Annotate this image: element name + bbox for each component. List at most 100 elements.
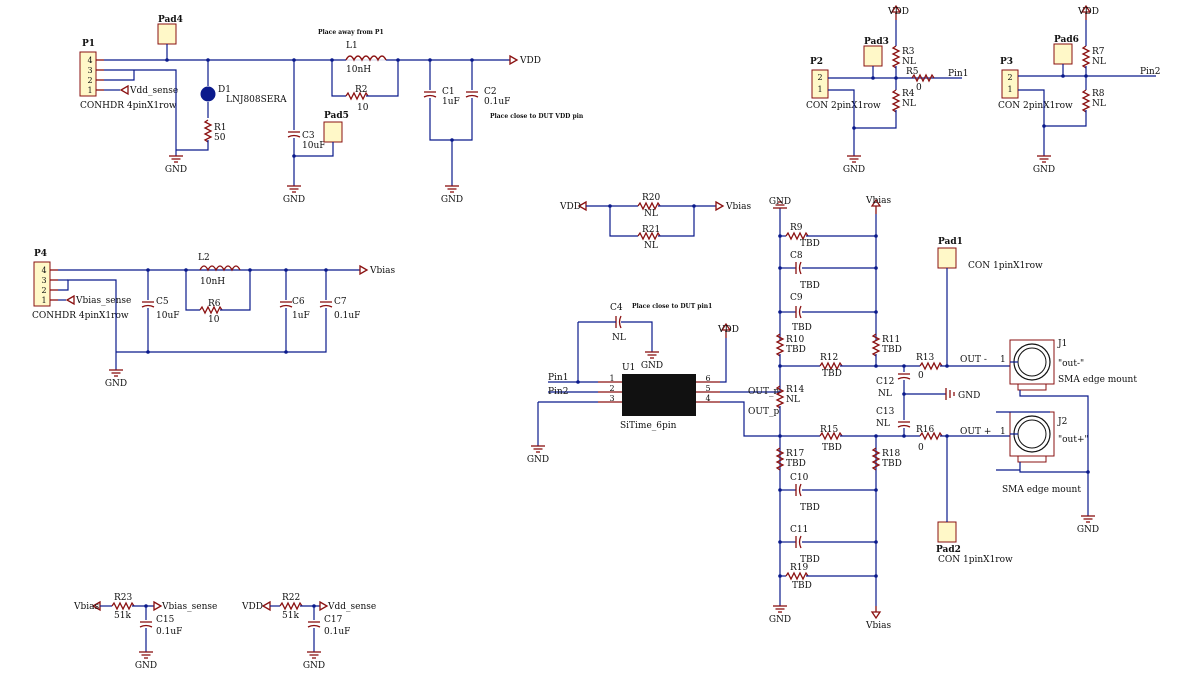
pin1-label: Pin1	[948, 69, 968, 79]
r14-value: NL	[786, 395, 800, 405]
junction-dot	[608, 204, 612, 208]
resistor-r4	[892, 89, 900, 113]
pad6-body	[1053, 43, 1073, 65]
p3-gnd-wire	[1018, 89, 1045, 150]
capacitor-c9	[795, 305, 802, 319]
l2-ref: L2	[198, 253, 210, 263]
vbias-sense-label: Vbias_sense	[75, 296, 131, 306]
out-minus-label: OUT -	[960, 355, 987, 365]
c11-ref: C11	[790, 525, 808, 535]
junction-dot	[450, 138, 454, 142]
c4-right-wire	[621, 321, 653, 346]
junction-dot	[852, 126, 856, 130]
d1-ref: D1	[218, 85, 231, 95]
p4-gnd-wire	[58, 279, 117, 352]
j2-value: "out+"	[1058, 435, 1089, 445]
l2-value: 10nH	[200, 277, 225, 287]
junction-dot	[778, 574, 782, 578]
pad6-ref: Pad6	[1054, 35, 1079, 45]
r3-value: NL	[902, 57, 916, 67]
c5-value: 10uF	[156, 311, 180, 321]
j2-pin-number: 1	[1000, 427, 1006, 437]
resistor-r13	[919, 362, 943, 370]
r13-ref: R13	[916, 353, 935, 363]
p2-gnd-wire	[828, 89, 855, 150]
r5-ref: R5	[906, 67, 919, 77]
r4-gnd-wire	[854, 110, 897, 129]
p2-pin1: 1	[817, 85, 822, 94]
p2-pin2: 2	[817, 73, 822, 82]
r19-ref: R19	[790, 563, 809, 573]
ground-symbol	[846, 149, 862, 163]
resistor-r8	[1082, 89, 1090, 113]
c10-value: TBD	[800, 503, 820, 513]
vdd-sense-label: Vdd_sense	[129, 86, 178, 96]
p4-pin-number: 3	[41, 276, 46, 285]
vdd-sense-arrow	[120, 85, 129, 95]
ground-symbol	[444, 179, 460, 193]
c5-ref: C5	[156, 297, 169, 307]
ground-label: GND	[303, 661, 325, 671]
pin2-label: Pin2	[1140, 67, 1160, 77]
junction-dot	[1086, 470, 1090, 474]
junction-dot	[874, 234, 878, 238]
u1-value: SiTime_6pin	[620, 421, 677, 431]
capacitor-c2	[465, 91, 479, 98]
ground-label: GND	[165, 165, 187, 175]
j1-value: "out-"	[1058, 359, 1084, 369]
c12-value: NL	[878, 389, 892, 399]
ground-symbol	[530, 439, 546, 453]
p3-pin2: 2	[1007, 73, 1012, 82]
r4-ref: R4	[902, 89, 915, 99]
u1-chip-body	[622, 374, 696, 416]
c17-value: 0.1uF	[324, 627, 350, 637]
vbias-arrow-r20	[715, 201, 724, 211]
junction-dot	[902, 364, 906, 368]
ground-label: GND	[135, 661, 157, 671]
vdd-label-r22: VDD	[241, 602, 263, 612]
r23-ref: R23	[114, 593, 133, 603]
c7-value: 0.1uF	[334, 311, 360, 321]
r16-ref: R16	[916, 425, 935, 435]
vbias-sense-arrow	[66, 295, 75, 305]
inductor-l1-coil	[345, 55, 387, 62]
p3-connector-body	[1001, 69, 1019, 99]
c9-value: TBD	[792, 323, 812, 333]
pad1-value: CON 1pinX1row	[968, 261, 1043, 271]
ground-label: GND	[283, 195, 305, 205]
resistor-r1	[204, 119, 212, 143]
r18-ref: R18	[882, 449, 901, 459]
ground-symbol	[108, 363, 124, 377]
c8-value: TBD	[800, 281, 820, 291]
j1-pin-number: 1	[1000, 355, 1006, 365]
pad1-ref: Pad1	[938, 237, 963, 247]
vbias-label-top: Vbias	[865, 196, 892, 206]
vbias-label-bottom: Vbias	[865, 621, 892, 631]
gnd-label-side: GND	[958, 391, 980, 401]
capacitor-c4	[615, 315, 622, 329]
r21-right-wire	[658, 206, 695, 237]
capacitor-c3	[287, 131, 301, 138]
resistor-r22	[279, 602, 303, 610]
pad5-body	[323, 121, 343, 143]
junction-dot	[292, 154, 296, 158]
p2-connector-body	[811, 69, 829, 99]
junction-dot	[778, 488, 782, 492]
pad1-body	[937, 247, 957, 269]
p2-value: CON 2pinX1row	[806, 101, 881, 111]
r11-value: TBD	[882, 345, 902, 355]
resistor-r23	[111, 602, 135, 610]
capacitor-c12	[897, 373, 911, 380]
resistor-r19	[785, 572, 809, 580]
r4-value: NL	[902, 99, 916, 109]
capacitor-c7	[319, 301, 333, 308]
c3-value: 10uF	[302, 141, 326, 151]
c1-ref: C1	[442, 87, 455, 97]
vbias-sense-label-out: Vbias_sense	[161, 602, 217, 612]
out-n-label: OUT_n	[748, 387, 779, 397]
r6-ref: R6	[208, 299, 221, 309]
r22-ref: R22	[282, 593, 300, 603]
junction-dot	[902, 434, 906, 438]
led-d1-icon	[200, 86, 216, 102]
p1-pin-number: 2	[87, 76, 92, 85]
